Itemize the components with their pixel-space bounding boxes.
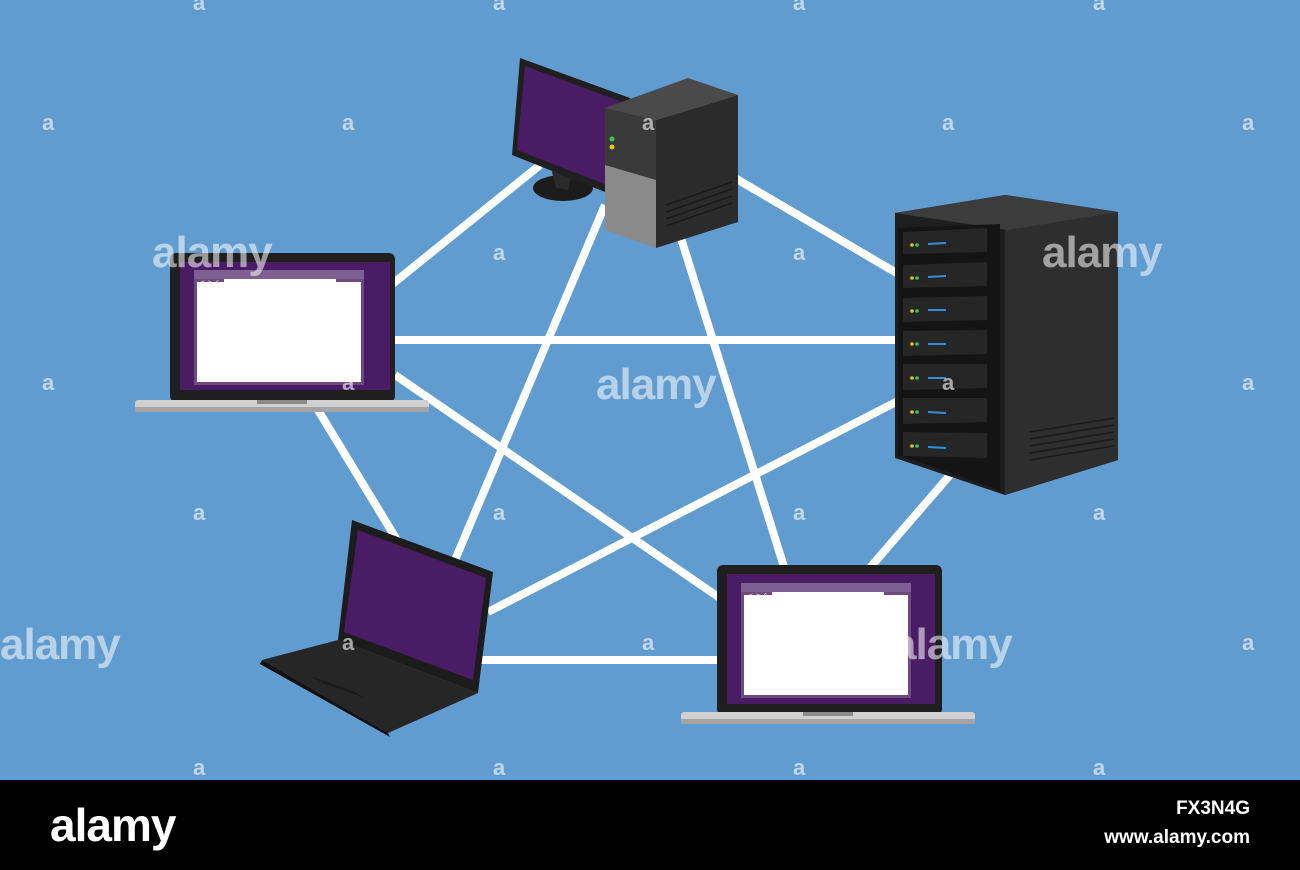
- browser-nav-icon: < > c: [749, 592, 767, 599]
- laptop-left-icon: < > c: [135, 253, 429, 412]
- browser-nav-icon: < > c: [201, 279, 219, 286]
- link-server-laptop-bottom-left: [486, 396, 902, 616]
- link-desktop-server: [732, 174, 903, 279]
- footer-url: www.alamy.com: [1104, 827, 1250, 848]
- link-desktop-laptop-left: [382, 161, 543, 294]
- link-desktop-laptop-bottom-right: [676, 233, 789, 572]
- footer-bar: alamy FX3N4G www.alamy.com: [0, 780, 1300, 870]
- desktop-computer-icon: [512, 58, 738, 248]
- image-id-label: FX3N4G: [1176, 798, 1250, 819]
- laptop-angled-icon: [260, 520, 493, 737]
- link-laptop-left-laptop-bottom-right: [392, 371, 733, 609]
- mesh-links: [314, 161, 954, 664]
- footer-logo: alamy: [50, 799, 176, 851]
- mesh-topology-svg: < > c < > c: [135, 58, 1118, 737]
- link-laptop-left-laptop-bottom-left: [314, 407, 404, 548]
- link-desktop-laptop-bottom-left: [451, 203, 609, 562]
- link-server-laptop-bottom-right: [864, 472, 954, 573]
- laptop-right-icon: < > c: [681, 565, 975, 724]
- network-diagram: < > c < > c a a a a a a a a a a a a a a …: [0, 0, 1300, 780]
- rack-server-icon: [895, 195, 1118, 495]
